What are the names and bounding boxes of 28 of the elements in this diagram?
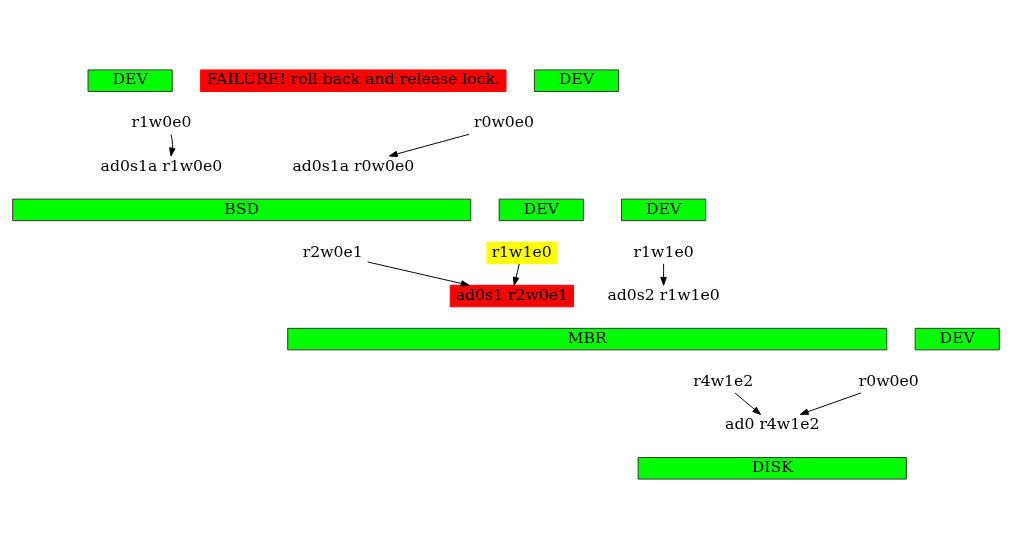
- arrow: [512, 263, 520, 286]
- node-box: MBR: [287, 327, 888, 351]
- arrow: [169, 134, 176, 157]
- node-text: ad0s1a r1w0e0: [100, 155, 223, 175]
- arrow: [367, 261, 470, 287]
- arrow: [388, 133, 470, 158]
- node-text: r1w0e0: [131, 112, 192, 132]
- arrow: [799, 392, 862, 415]
- node-box: ad0s1 r2w0e1: [449, 284, 575, 308]
- node-text: ad0 r4w1e2: [725, 413, 820, 433]
- node-text: r4w1e2: [693, 370, 754, 390]
- node-box: DEV: [498, 198, 584, 222]
- node-text: r1w1e0: [633, 241, 694, 261]
- node-box: DISK: [637, 457, 907, 480]
- arrow: [734, 392, 761, 415]
- arrow: [660, 263, 667, 286]
- node-text: r2w0e1: [302, 241, 363, 261]
- node-text: r0w0e0: [474, 112, 535, 132]
- node-box: DEV: [621, 198, 707, 222]
- node-box: DEV: [914, 327, 1000, 351]
- node-box: BSD: [12, 198, 472, 222]
- node-text: r0w0e0: [858, 370, 919, 390]
- node-text: ad0s2 r1w1e0: [607, 284, 720, 304]
- node-box: DEV: [87, 69, 173, 92]
- node-text: ad0s1a r0w0e0: [292, 155, 415, 175]
- node-box: DEV: [533, 69, 620, 92]
- node-box: r1w1e0: [486, 241, 557, 265]
- node-box: FAILURE! roll back and release lock.: [200, 69, 507, 92]
